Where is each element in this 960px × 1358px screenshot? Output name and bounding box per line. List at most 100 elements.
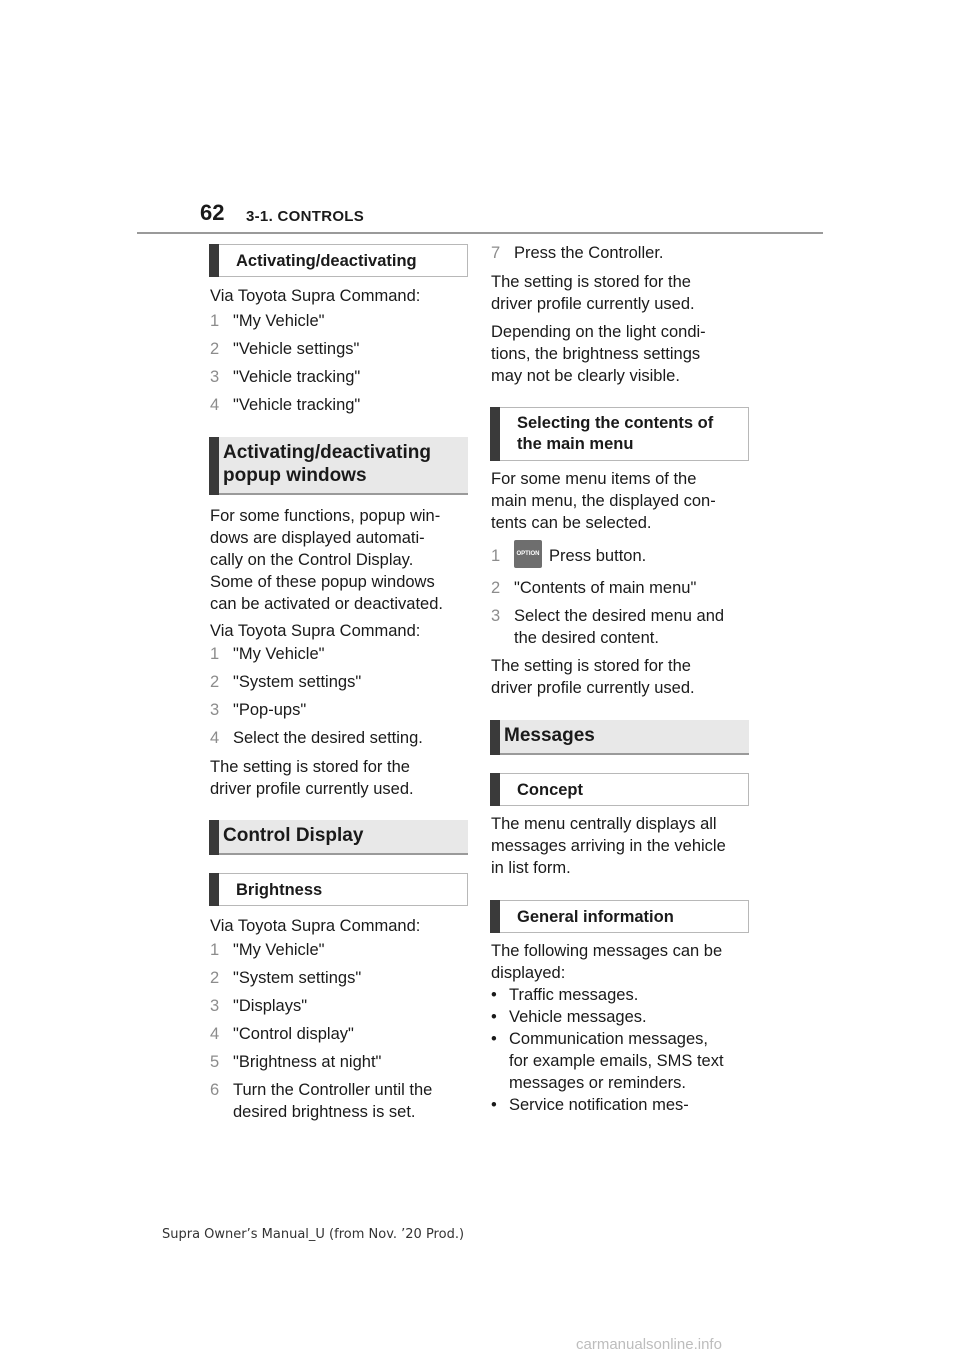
step-text: "System settings" [233,673,362,691]
step-number: 6 [210,1081,220,1099]
bullet-icon: • [491,1030,497,1048]
step-number: 1 [491,547,501,565]
heading-text: Control Display [223,825,364,846]
heading-activating-deactivating: Activating/deactivating [209,244,468,277]
heading-messages: Messages [490,720,749,755]
option-button-icon: OPTION [514,540,542,568]
bullet-text: for example emails, SMS text [509,1052,724,1070]
paragraph-line: For some functions, popup win- [210,507,441,525]
heading-brightness: Brightness [209,873,468,906]
step-number: 2 [210,673,220,691]
via-command-text: Via Toyota Supra Command: [210,917,421,935]
heading-text: Concept [517,781,583,799]
step-text: "Pop-ups" [233,701,307,719]
step-number: 4 [210,729,220,747]
step-text: Press button. [549,547,647,565]
step-text: "System settings" [233,969,362,987]
paragraph-line: driver profile currently used. [210,780,414,798]
step-number: 2 [210,340,220,358]
paragraph-line: Depending on the light condi- [491,323,706,341]
bullet-text: Vehicle messages. [509,1008,647,1026]
step-text: Select the desired menu and [514,607,725,625]
heading-text: Activating/deactivating [236,252,417,270]
footer-text: Supra Owner’s Manual_U (from Nov. ’20 Pr… [162,1227,465,1242]
paragraph-line: The setting is stored for the [491,273,691,291]
step-number: 3 [210,997,220,1015]
section-title: 3-1. CONTROLS [246,208,365,225]
paragraph-line: displayed: [491,964,566,982]
heading-text: Messages [504,725,595,746]
step-number: 1 [210,645,220,663]
step-number: 1 [210,941,220,959]
step-number: 2 [491,579,501,597]
step-number: 7 [491,244,501,262]
step-text: "Vehicle tracking" [233,368,361,386]
heading-text: Brightness [236,881,323,899]
heading-text: Activating/deactivating [223,442,431,463]
step-number: 4 [210,396,220,414]
bullet-text: Communication messages, [509,1030,708,1048]
bullet-text: Service notification mes- [509,1096,689,1114]
step-text: desired brightness is set. [233,1103,416,1121]
paragraph-line: The menu centrally displays all [491,815,717,833]
bullet-icon: • [491,986,497,1004]
step-text: "Brightness at night" [233,1053,382,1071]
heading-bar [490,900,500,933]
paragraph-line: tents can be selected. [491,514,652,532]
paragraph-line: Some of these popup windows [210,573,435,591]
bullet-icon: • [491,1008,497,1026]
step-number: 1 [210,312,220,330]
paragraph-line: driver profile currently used. [491,679,695,697]
step-text: "Vehicle settings" [233,340,360,358]
heading-popup-windows: Activating/deactivating popup windows [209,437,468,495]
paragraph-line: driver profile currently used. [491,295,695,313]
bullet-text: Traffic messages. [509,986,639,1004]
via-command-text: Via Toyota Supra Command: [210,622,421,640]
header-divider [137,232,823,234]
heading-bar [209,873,219,906]
paragraph-line: in list form. [491,859,571,877]
paragraph-line: may not be clearly visible. [491,367,680,385]
heading-bar [209,244,219,277]
heading-text: popup windows [223,465,367,486]
heading-bar [490,720,500,755]
paragraph-line: The setting is stored for the [210,758,410,776]
paragraph-line: For some menu items of the [491,470,697,488]
heading-bar [209,437,219,495]
heading-general-information: General information [490,900,749,933]
page-header: 62 3-1. CONTROLS [0,0,960,240]
step-text: Press the Controller. [514,244,664,262]
paragraph-line: tions, the brightness settings [491,345,701,363]
bullet-icon: • [491,1096,497,1114]
step-number: 2 [210,969,220,987]
step-text: "Displays" [233,997,308,1015]
step-number: 3 [491,607,501,625]
heading-text: Selecting the contents of [517,414,714,432]
page-number: 62 [200,200,225,225]
paragraph-line: The setting is stored for the [491,657,691,675]
step-number: 4 [210,1025,220,1043]
paragraph-line: can be activated or deactivated. [210,595,443,613]
step-text: "Control display" [233,1025,354,1043]
heading-control-display: Control Display [209,820,468,855]
step-text: Select the desired setting. [233,729,423,747]
bullet-text: messages or reminders. [509,1074,686,1092]
step-text: "Vehicle tracking" [233,396,361,414]
heading-bar [490,407,500,461]
paragraph-line: The following messages can be [491,942,723,960]
paragraph-line: cally on the Control Display. [210,551,414,569]
paragraph-line: dows are displayed automati- [210,529,425,547]
step-text: "My Vehicle" [233,645,325,663]
paragraph-line: main menu, the displayed con- [491,492,716,510]
heading-text: the main menu [517,435,634,453]
via-command-text: Via Toyota Supra Command: [210,287,421,305]
step-number: 3 [210,368,220,386]
step-text: Turn the Controller until the [233,1081,433,1099]
paragraph-line: messages arriving in the vehicle [491,837,726,855]
heading-concept: Concept [490,773,749,806]
heading-bar [490,773,500,806]
heading-selecting-contents: Selecting the contents of the main menu [490,407,749,461]
step-text: "My Vehicle" [233,312,325,330]
step-number: 5 [210,1053,220,1071]
heading-bar [209,820,219,855]
